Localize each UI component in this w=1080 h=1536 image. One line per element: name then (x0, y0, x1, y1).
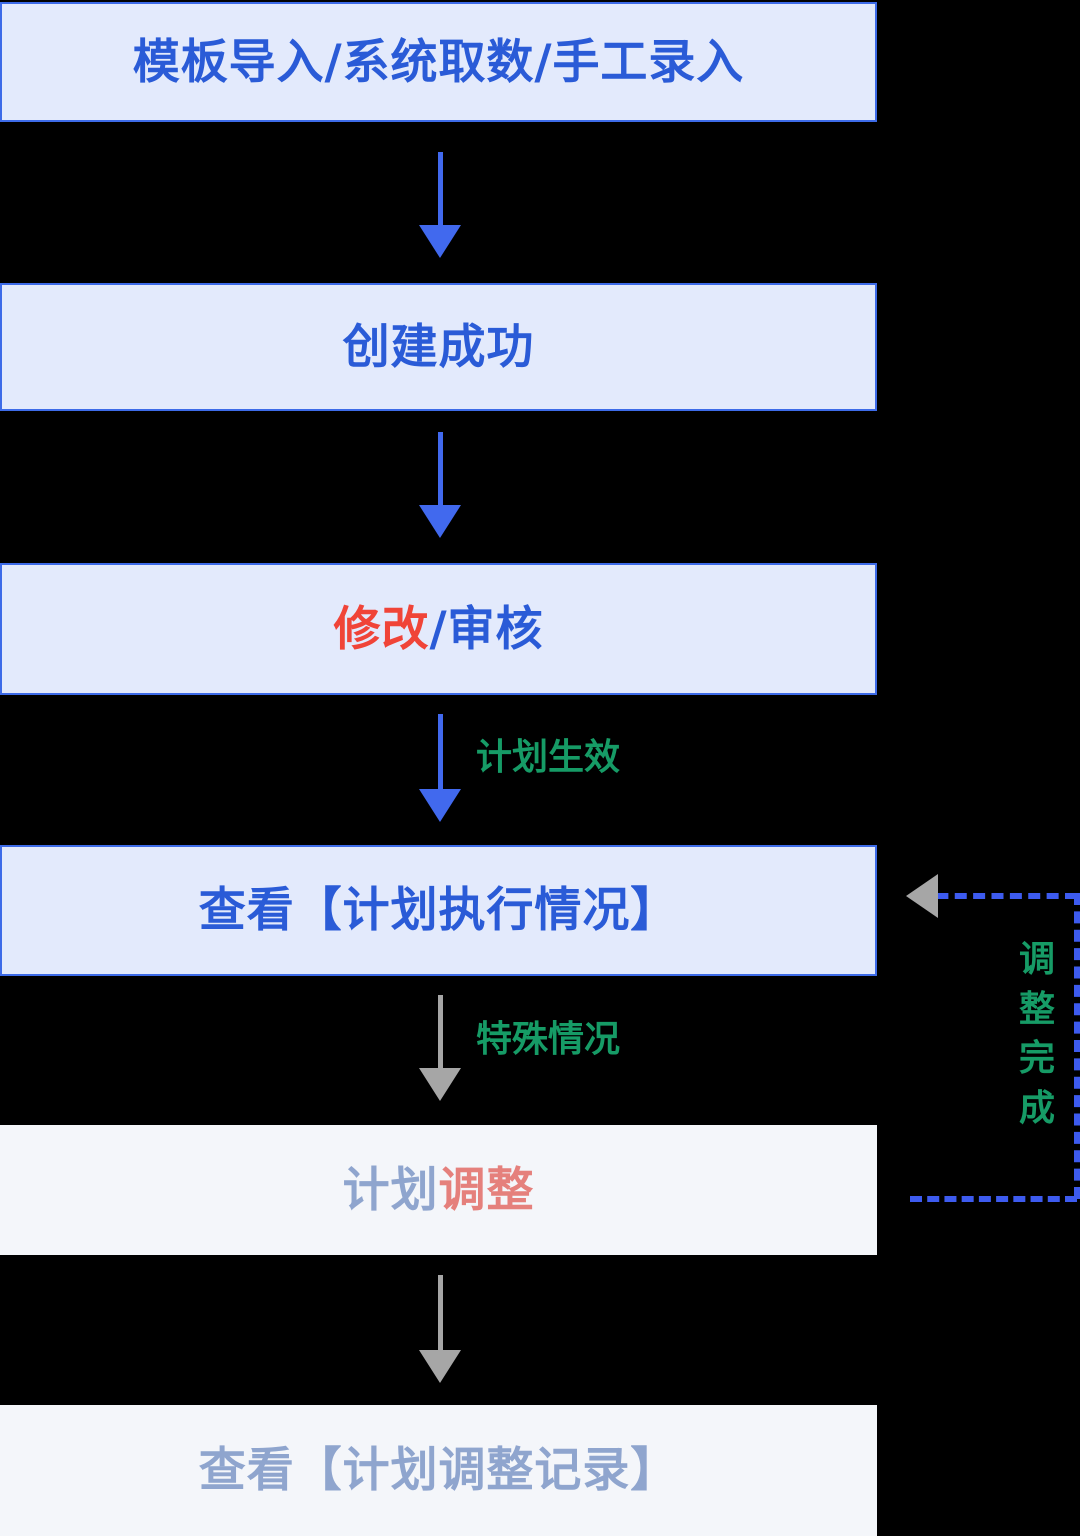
arrow-shaft (438, 152, 443, 225)
arrow-head-down-icon (419, 1068, 461, 1101)
node-import-text: 模板导入/系统取数/手工录入 (132, 34, 745, 90)
node-view-execution-label: 查看【计划执行情况】 (199, 887, 678, 934)
node-created[interactable]: 创建成功 (0, 283, 877, 411)
node-adjust-text: 调整 (438, 1162, 535, 1218)
arrow-shaft (438, 432, 443, 505)
edge-label-special-case: 特殊情况 (476, 1019, 621, 1060)
node-plan-adjust[interactable]: 计划调整 (0, 1125, 877, 1255)
arrow-head-down-icon (419, 789, 461, 822)
node-modify-text: 修改 (333, 601, 430, 657)
arrow-head-down-icon (419, 505, 461, 538)
edge-label-plan-effective: 计划生效 (476, 737, 621, 778)
node-modify-review-label: 修改/审核 (334, 606, 544, 653)
feedback-loop-right-segment (1074, 893, 1080, 1199)
arrow-head-down-icon (419, 225, 461, 258)
node-plan-adjust-label: 计划调整 (343, 1167, 535, 1214)
arrow-head-left-icon (906, 874, 938, 918)
edge-label-adjust-complete: 调 整 完 成 (1014, 935, 1060, 1134)
node-plan-text: 计划 (342, 1162, 439, 1218)
node-modify-review[interactable]: 修改/审核 (0, 563, 877, 695)
node-view-execution[interactable]: 查看【计划执行情况】 (0, 845, 877, 976)
feedback-loop-top-segment (918, 893, 1077, 899)
node-view-adjust-record[interactable]: 查看【计划调整记录】 (0, 1405, 877, 1536)
node-view-adjust-record-text: 查看【计划调整记录】 (198, 1443, 679, 1498)
arrow-shaft (438, 714, 443, 789)
arrow-shaft (438, 995, 443, 1068)
node-import[interactable]: 模板导入/系统取数/手工录入 (0, 2, 877, 122)
node-created-label: 创建成功 (343, 324, 535, 371)
adjust-complete-char-1: 调 (1018, 939, 1055, 980)
node-view-adjust-record-label: 查看【计划调整记录】 (199, 1447, 678, 1494)
node-created-text: 创建成功 (342, 319, 535, 375)
adjust-complete-char-4: 成 (1018, 1088, 1055, 1130)
node-view-execution-text: 查看【计划执行情况】 (198, 883, 679, 938)
node-import-label: 模板导入/系统取数/手工录入 (133, 39, 745, 86)
node-review-text: /审核 (429, 601, 544, 657)
adjust-complete-char-3: 完 (1018, 1038, 1055, 1080)
arrow-shaft (438, 1275, 443, 1350)
feedback-loop-bottom-segment (910, 1196, 1077, 1202)
adjust-complete-char-2: 整 (1018, 988, 1055, 1030)
arrow-head-down-icon (419, 1350, 461, 1383)
